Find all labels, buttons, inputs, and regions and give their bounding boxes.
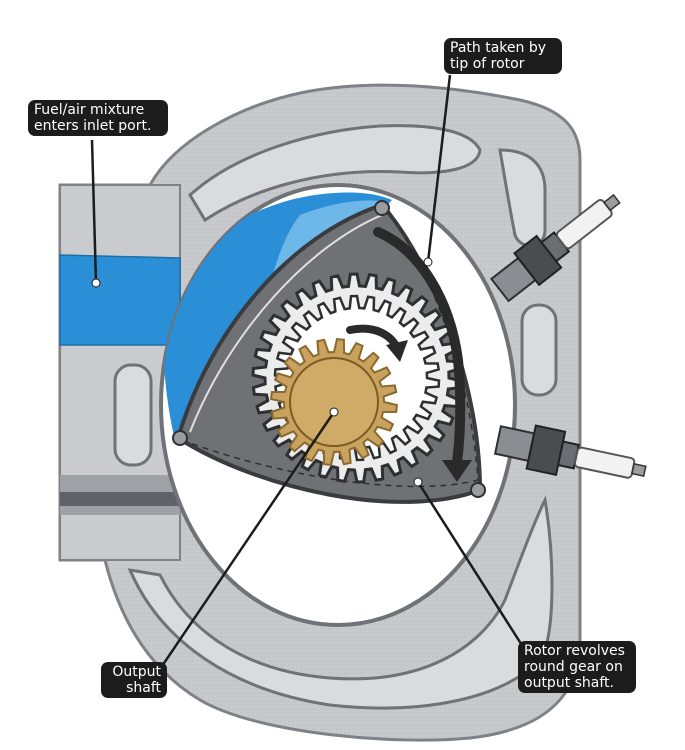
callout-path-taken-by-tip: Path taken by tip of rotor [444, 38, 562, 74]
leader-output-shaft [156, 411, 336, 673]
curved-arrow-icon [346, 324, 408, 362]
leader-dot-rotor-revolves [413, 477, 423, 487]
inlet-port [59, 254, 181, 346]
apex-seal-top [374, 200, 390, 216]
coolant-slot-top [188, 124, 482, 223]
output-shaft-hub [289, 357, 379, 447]
callout-rotor-revolves-line3: output shaft. [524, 675, 614, 691]
callout-output-shaft: Output shaft [101, 662, 167, 698]
callout-rotor-revolves-line1: Rotor revolves [524, 643, 625, 659]
spark-plug-icon [493, 424, 647, 479]
callout-path-tip-line1: Path taken by [450, 40, 546, 56]
leader-dot-path-tip [423, 257, 433, 267]
leader-dot-output-shaft [329, 407, 339, 417]
callout-fuel-air-line2: enters inlet port. [34, 118, 152, 134]
output-gear [270, 338, 398, 466]
leader-rotor-revolves [416, 481, 527, 651]
callout-output-shaft-line1: Output [112, 664, 161, 680]
rotor-dashed-path [181, 439, 479, 488]
leader-dot-fuel-air [91, 278, 101, 288]
leader-lines [90, 74, 527, 673]
rotor-dashed-path-2 [387, 209, 479, 481]
rotor-face-line [189, 214, 383, 433]
apex-seal-right [470, 482, 486, 498]
callout-fuel-air-line1: Fuel/air mixture [34, 102, 145, 118]
callout-rotor-revolves: Rotor revolves round gear on output shaf… [518, 641, 636, 693]
apex-seal-left [172, 430, 188, 446]
callout-fuel-air-mixture: Fuel/air mixture enters inlet port. [28, 100, 168, 136]
coolant-slot-right [520, 303, 558, 397]
leader-path-tip [426, 74, 452, 263]
tip-path-arrow-icon [373, 227, 472, 482]
callout-rotor-revolves-line2: round gear on [524, 659, 623, 675]
coolant-slot-bottom [127, 495, 554, 710]
spark-plug-icon [489, 193, 621, 303]
callout-output-shaft-line2: shaft [126, 680, 161, 696]
leader-fuel-air [90, 139, 98, 284]
coolant-slot-left [113, 363, 153, 467]
callout-path-tip-line2: tip of rotor [450, 56, 525, 72]
housing-lower-shadow-2 [60, 492, 180, 506]
